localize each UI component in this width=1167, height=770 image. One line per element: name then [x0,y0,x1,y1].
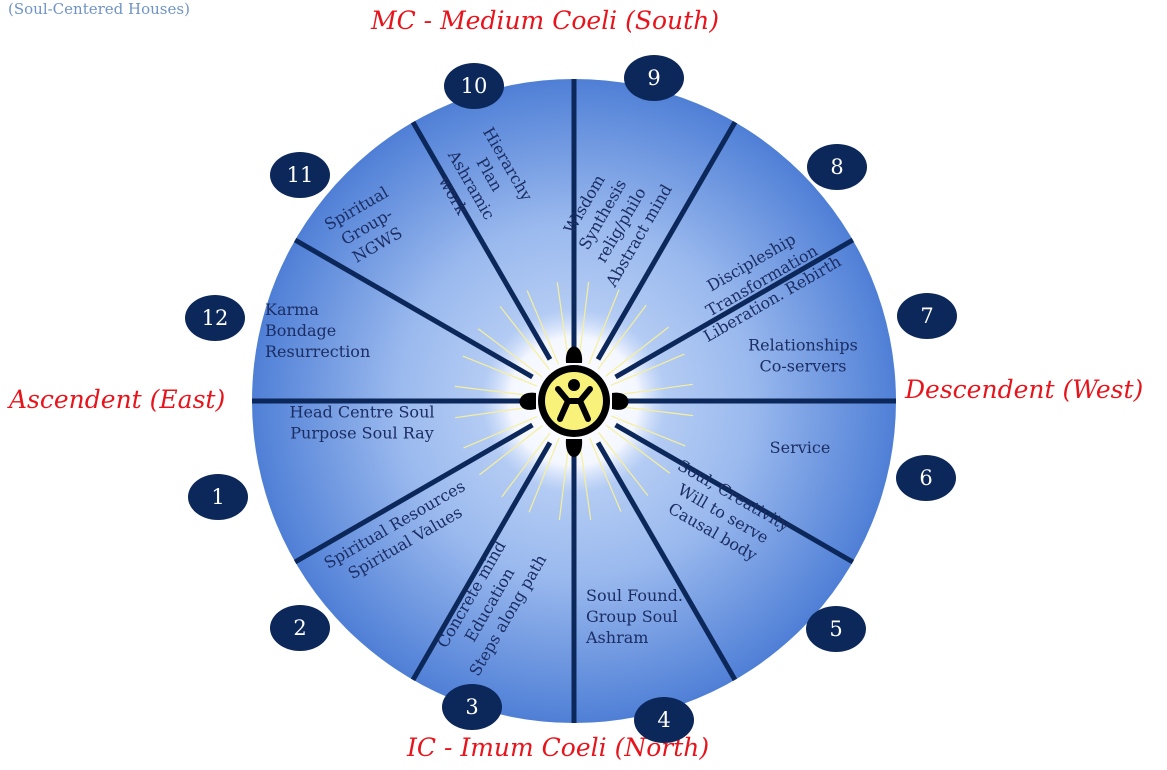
house-dividers [252,79,896,723]
house-divider [595,441,738,682]
house-badge-8: 8 [807,144,867,190]
light-ray [598,432,649,496]
light-ray [556,282,570,362]
house-divider [614,422,855,565]
light-rays [454,281,694,521]
light-ray [578,281,590,362]
house-badge-9: 9 [624,55,684,101]
house-divider [410,120,553,361]
house-label-line: Karma [265,300,319,319]
light-ray [477,328,543,378]
light-ray [463,416,538,449]
soul-figure-icon [519,346,629,457]
house-divider [293,237,534,380]
light-ray [605,424,671,474]
light-ray [454,385,535,397]
house-badge-4: 4 [634,697,694,743]
house-label-line: Purpose Soul Ray [290,424,433,443]
house-badge-2: 2 [270,605,330,651]
house-label-6: Service [770,438,831,457]
light-ray [578,440,592,520]
house-label-line: Soul Found. [586,586,683,605]
house-badge-5: 5 [806,606,866,652]
house-label-line: Resurrection [265,342,370,361]
house-label-line: Service [770,438,831,457]
house-divider [614,237,855,380]
house-divider [410,441,553,682]
light-ray [589,437,622,512]
house-badge-3: 3 [442,684,502,730]
light-ray [610,415,686,447]
light-ray [613,405,694,417]
light-ray [528,437,560,513]
house-divider [595,120,738,361]
house-label-line: Head Centre Soul [290,403,435,422]
diagram-title: (Soul-Centered Houses) [8,0,190,18]
house-badge-12: 12 [185,295,245,341]
house-label-line: Ashram [585,628,648,647]
house-badge-6: 6 [896,455,956,501]
light-ray [605,326,669,377]
house-label-line: Group Soul [586,607,678,626]
light-ray [588,289,620,365]
light-ray [462,355,538,387]
direction-left: Ascendent (East) [9,385,226,414]
house-badge-7: 7 [897,293,957,339]
direction-right: Descendent (West) [905,375,1144,404]
house-badge-10: 10 [444,63,504,109]
light-ray [610,353,685,386]
light-ray [499,306,550,370]
light-ray [501,432,551,498]
direction-top: MC - Medium Coeli (South) [371,6,720,35]
light-ray [558,440,570,521]
light-ray [613,383,693,397]
light-ray [479,425,543,476]
house-label-line: Relationships [748,336,858,355]
house-badge-1: 1 [188,474,248,520]
light-ray [455,405,535,419]
light-ray [597,304,647,370]
house-label-line: Bondage [265,321,336,340]
light-ray [526,290,559,365]
house-divider [293,422,534,565]
house-badge-11: 11 [270,152,330,198]
house-label-line: Co-servers [760,357,847,376]
